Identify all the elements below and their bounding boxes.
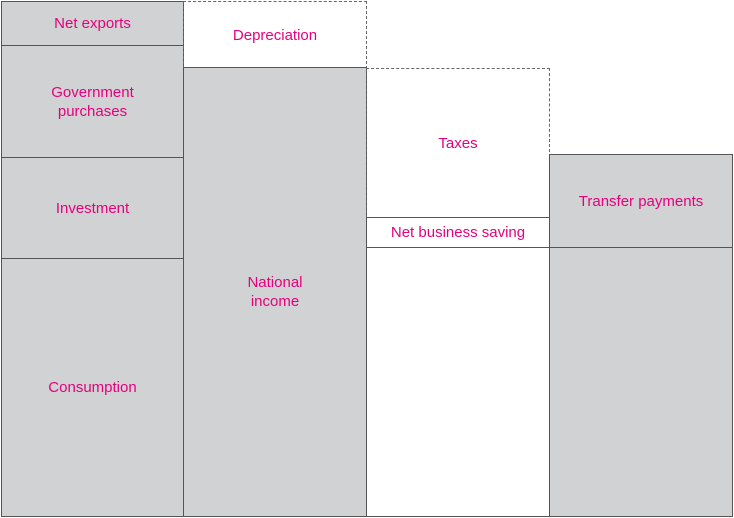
net-business-saving-block: Net business saving — [366, 217, 550, 248]
government-purchases-label: Government purchases — [51, 83, 134, 120]
taxes-block: Taxes — [366, 68, 550, 218]
investment-label: Investment — [55, 199, 130, 217]
consumption-block: Consumption — [1, 258, 184, 517]
consumption-label: Consumption — [48, 379, 137, 396]
transfer-payments-block: Transfer payments — [549, 154, 733, 248]
government-purchases-block: Government purchases — [1, 45, 184, 158]
taxes-label: Taxes — [438, 134, 478, 152]
national-income-label: National income — [247, 274, 303, 310]
net-business-saving-label: Net business saving — [390, 224, 526, 241]
transfer-payments-label: Transfer payments — [578, 192, 704, 210]
depreciation-block: Depreciation — [183, 1, 367, 69]
net-exports-block: Net exports — [1, 1, 184, 46]
national-income-block: National income — [183, 67, 367, 517]
net-exports-label: Net exports — [54, 15, 131, 32]
personal-income-block — [549, 247, 733, 517]
depreciation-label: Depreciation — [232, 26, 318, 44]
investment-block: Investment — [1, 157, 184, 259]
personal-income-remainder-block — [366, 247, 550, 517]
